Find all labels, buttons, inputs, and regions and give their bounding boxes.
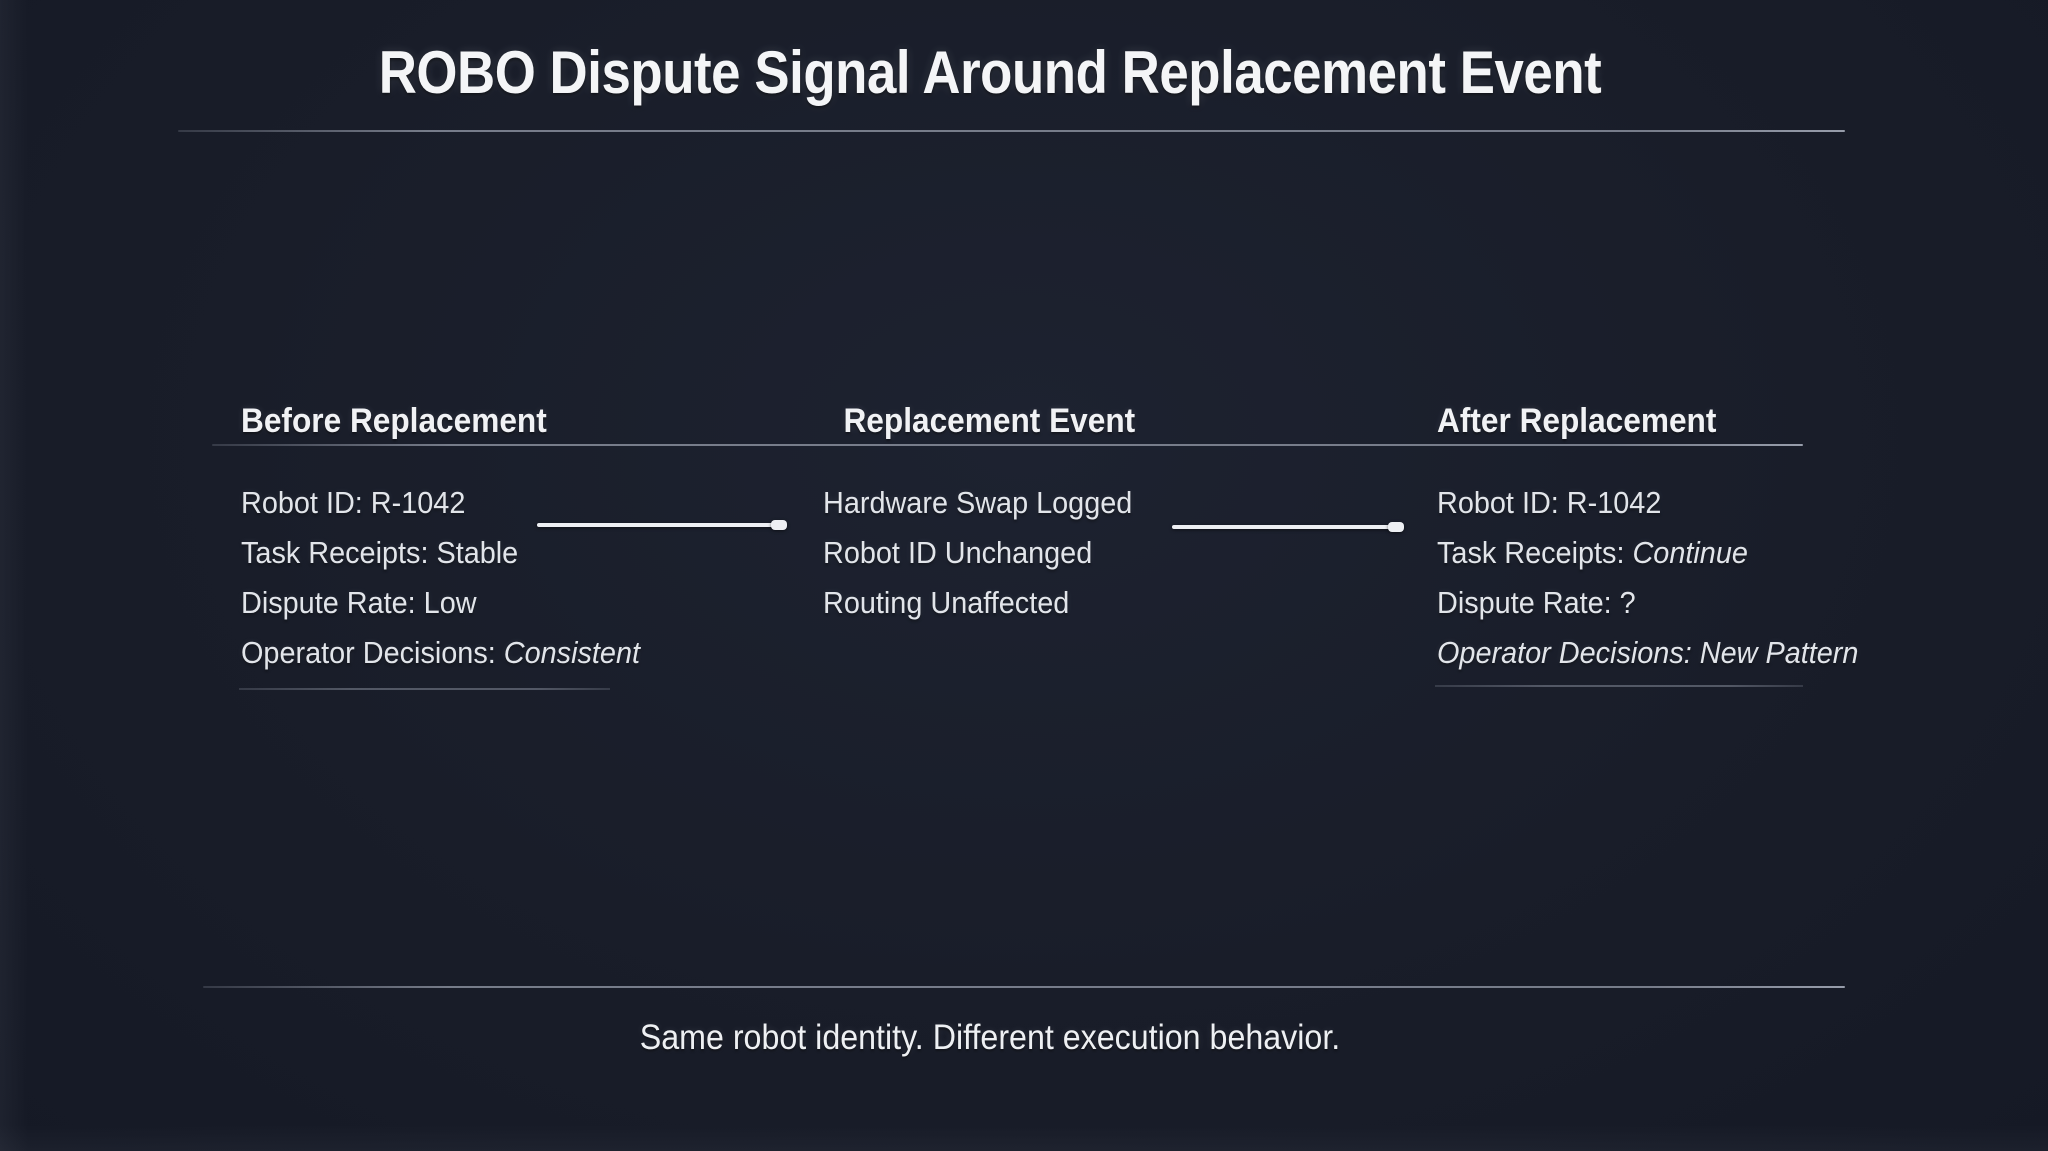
- column-after-replacement: After Replacement Robot ID: R-1042 Task …: [1437, 402, 1858, 678]
- columns-header-divider: [212, 444, 1803, 446]
- row-text: Robot ID: R-1042: [241, 485, 466, 520]
- column-before-underline: [239, 688, 610, 690]
- stat-row: Hardware Swap Logged: [823, 478, 1135, 528]
- stat-row: Operator Decisions: New Pattern: [1437, 628, 1858, 678]
- row-text: Hardware Swap Logged: [823, 485, 1133, 520]
- stat-row: Robot ID: R-1042: [241, 478, 640, 528]
- footer-caption: Same robot identity. Different execution…: [639, 1018, 1341, 1057]
- stat-row: Operator Decisions: Consistent: [241, 628, 640, 678]
- arrow-shaft: [1172, 525, 1395, 529]
- row-text: Dispute Rate: Low: [241, 585, 477, 620]
- arrow-shaft: [537, 523, 778, 527]
- stat-row: Robot ID: R-1042: [1437, 478, 1858, 528]
- row-text: Task Receipts: Stable: [241, 535, 519, 570]
- column-header-before: Before Replacement: [241, 402, 547, 440]
- row-text-italic: Continue: [1632, 535, 1748, 570]
- row-text: Robot ID Unchanged: [823, 535, 1093, 570]
- row-text: Dispute Rate: ?: [1437, 585, 1636, 620]
- stat-row: Task Receipts: Continue: [1437, 528, 1858, 578]
- column-rows-event: Hardware Swap Logged Robot ID Unchanged …: [823, 478, 1135, 628]
- row-text-italic: Consistent: [503, 635, 640, 670]
- column-replacement-event: Replacement Event Hardware Swap Logged R…: [823, 402, 1135, 628]
- row-text: Operator Decisions:: [241, 635, 504, 670]
- stat-row: Robot ID Unchanged: [823, 528, 1135, 578]
- arrow-head: [1388, 522, 1404, 532]
- stat-row: Dispute Rate: ?: [1437, 578, 1858, 628]
- stat-row: Task Receipts: Stable: [241, 528, 640, 578]
- column-header-after: After Replacement: [1437, 402, 1717, 440]
- row-text: Routing Unaffected: [823, 585, 1070, 620]
- footer-divider: [203, 986, 1845, 988]
- column-before-replacement: Before Replacement Robot ID: R-1042 Task…: [241, 402, 640, 678]
- slide-title: ROBO Dispute Signal Around Replacement E…: [378, 39, 1602, 106]
- column-after-underline: [1435, 685, 1803, 687]
- arrow-right-icon: [537, 519, 787, 531]
- column-rows-after: Robot ID: R-1042 Task Receipts: Continue…: [1437, 478, 1858, 678]
- stat-row: Dispute Rate: Low: [241, 578, 640, 628]
- row-text: Task Receipts:: [1437, 535, 1633, 570]
- column-rows-before: Robot ID: R-1042 Task Receipts: Stable D…: [241, 478, 640, 678]
- title-divider: [178, 130, 1845, 132]
- arrow-right-icon: [1172, 521, 1404, 533]
- stat-row: Routing Unaffected: [823, 578, 1135, 628]
- row-text: Robot ID: R-1042: [1437, 485, 1662, 520]
- row-text-italic: Operator Decisions: New Pattern: [1437, 635, 1859, 670]
- arrow-head: [771, 520, 787, 530]
- column-header-event: Replacement Event: [843, 402, 1136, 440]
